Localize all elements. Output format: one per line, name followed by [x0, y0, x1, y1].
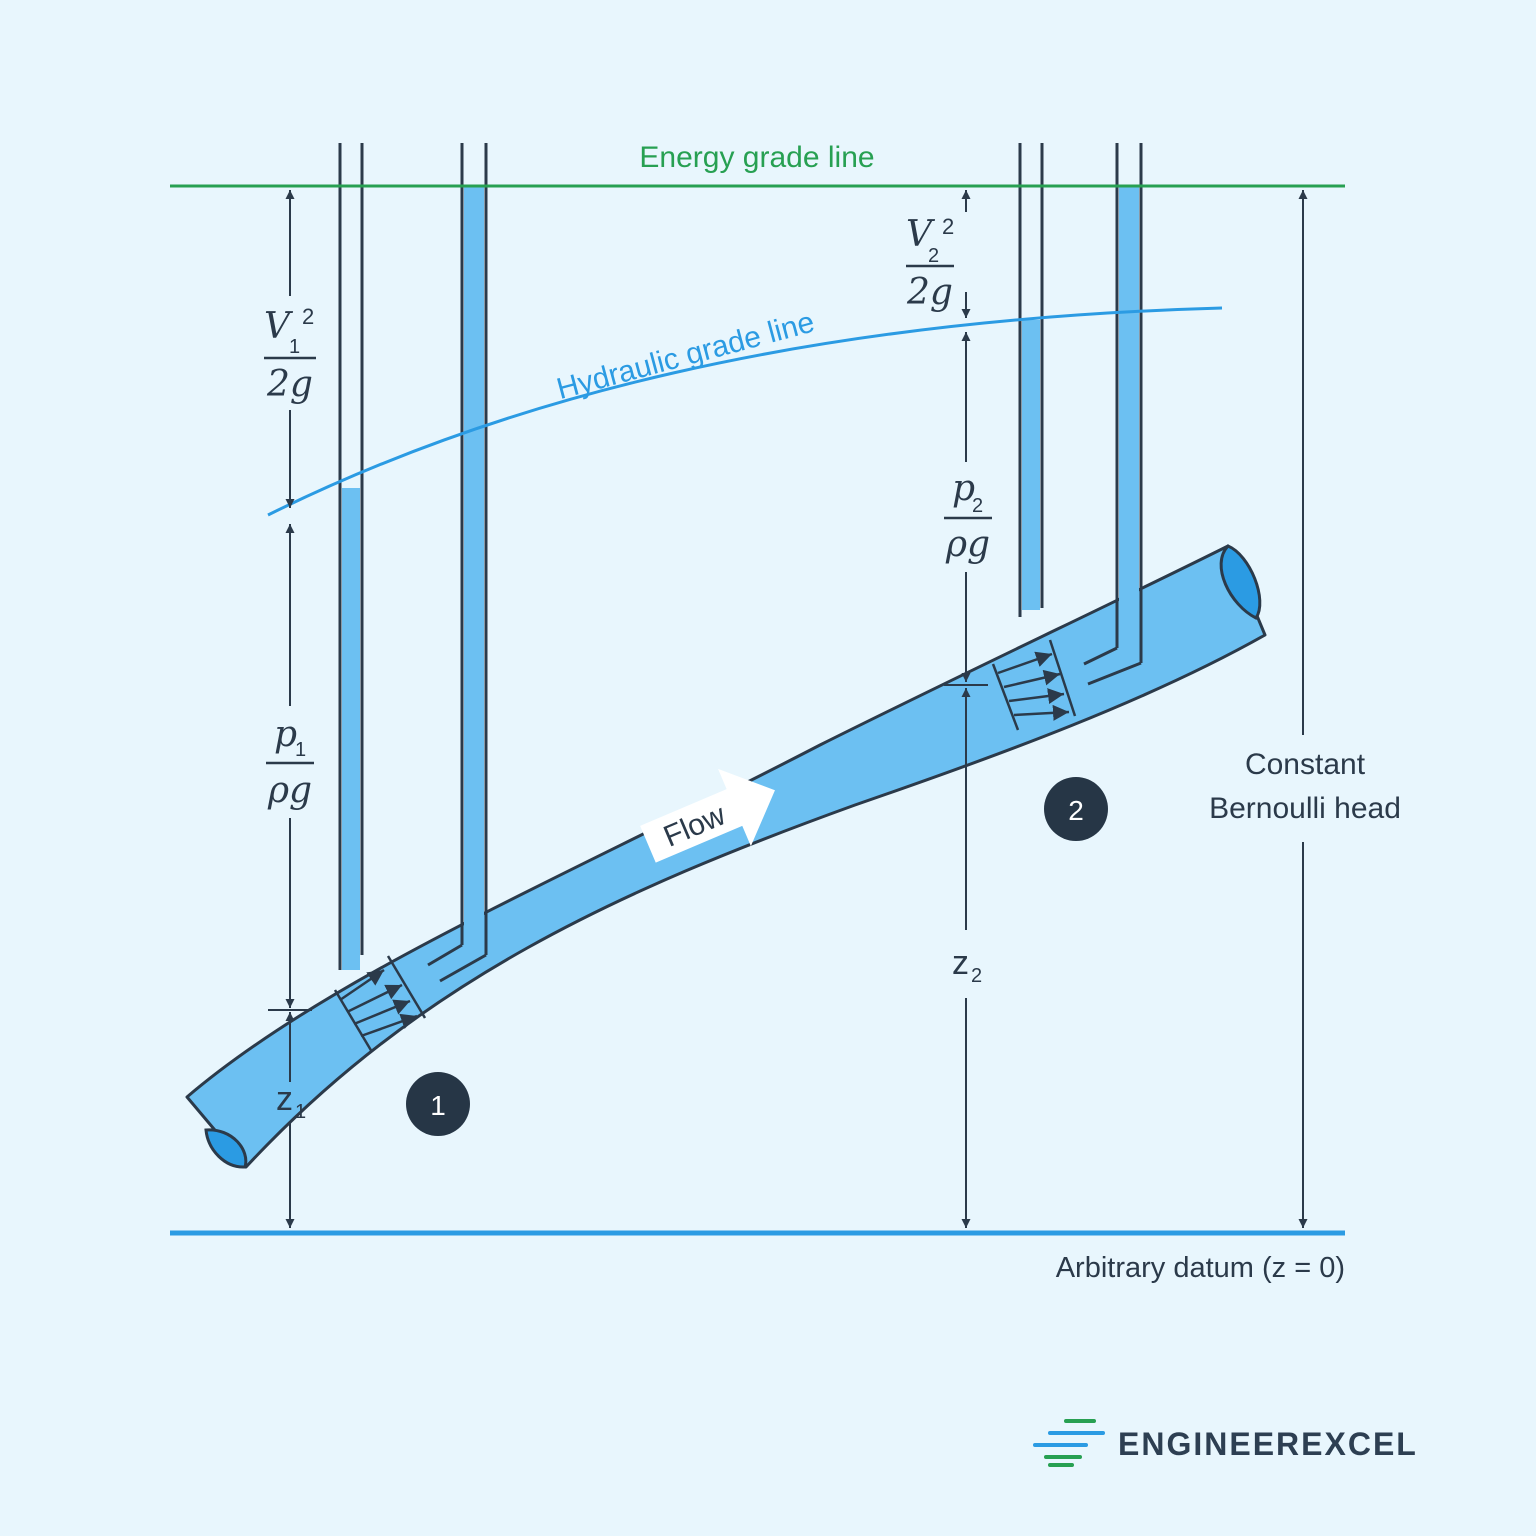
datum-label: Arbitrary datum (z = 0) [1056, 1252, 1345, 1284]
svg-text:1: 1 [289, 336, 300, 358]
hydraulic-grade-line-label: Hydraulic grade line [553, 306, 818, 406]
svg-text:2: 2 [1068, 795, 1084, 826]
svg-text:2: 2 [302, 304, 314, 329]
term-p2-pressure-head: p 2 ρg [944, 468, 992, 565]
term-v2-velocity-head: V 2 2 2g [906, 214, 954, 313]
pipe-end-left [204, 1128, 248, 1169]
hydraulic-grade-line [267, 306, 1223, 517]
svg-text:2: 2 [972, 495, 983, 517]
svg-text:1: 1 [295, 1101, 306, 1123]
svg-text:ρg: ρg [945, 524, 990, 565]
svg-text:1: 1 [295, 739, 306, 761]
svg-text:2g: 2g [266, 364, 313, 405]
svg-text:1: 1 [430, 1090, 446, 1121]
constant-label-line1: Constant [1245, 748, 1366, 781]
svg-text:V: V [906, 214, 936, 255]
brand-name: ENGINEEREXCEL [1118, 1426, 1418, 1462]
pitot-2-water [1119, 186, 1139, 646]
svg-text:z: z [276, 1080, 293, 1118]
piezometer-1-water [342, 488, 360, 970]
constant-label-line2: Bernoulli head [1209, 792, 1401, 825]
svg-text:p: p [274, 714, 297, 755]
logo-icon [1033, 1419, 1105, 1467]
flow-arrow-icon [640, 768, 775, 863]
dimension-lines-2 [944, 190, 988, 1228]
svg-text:V: V [264, 306, 294, 347]
velocity-profile-2 [991, 639, 1077, 731]
station-2-badge: 2 [1044, 777, 1108, 841]
svg-text:p: p [952, 468, 975, 509]
term-z1-elevation: z 1 [276, 1080, 306, 1123]
engineerexcel-logo: ENGINEEREXCEL [1033, 1419, 1418, 1467]
velocity-profile-1 [333, 955, 427, 1053]
svg-text:2: 2 [942, 214, 954, 239]
energy-grade-line-label: Energy grade line [639, 141, 874, 174]
svg-text:z: z [952, 944, 969, 982]
svg-text:2g: 2g [906, 272, 953, 313]
pitot-1-water [464, 186, 484, 946]
svg-text:2: 2 [971, 965, 982, 987]
station-1-badge: 1 [406, 1072, 470, 1136]
term-v1-velocity-head: V 1 2 2g [264, 304, 316, 405]
svg-text:ρg: ρg [267, 770, 312, 811]
dimension-lines-1 [268, 190, 312, 1228]
pipe-end-right [1219, 544, 1262, 620]
svg-text:2: 2 [928, 245, 939, 267]
term-z2-elevation: z 2 [952, 944, 982, 987]
term-p1-pressure-head: p 1 ρg [266, 714, 314, 811]
piezometer-2-water [1022, 320, 1040, 610]
